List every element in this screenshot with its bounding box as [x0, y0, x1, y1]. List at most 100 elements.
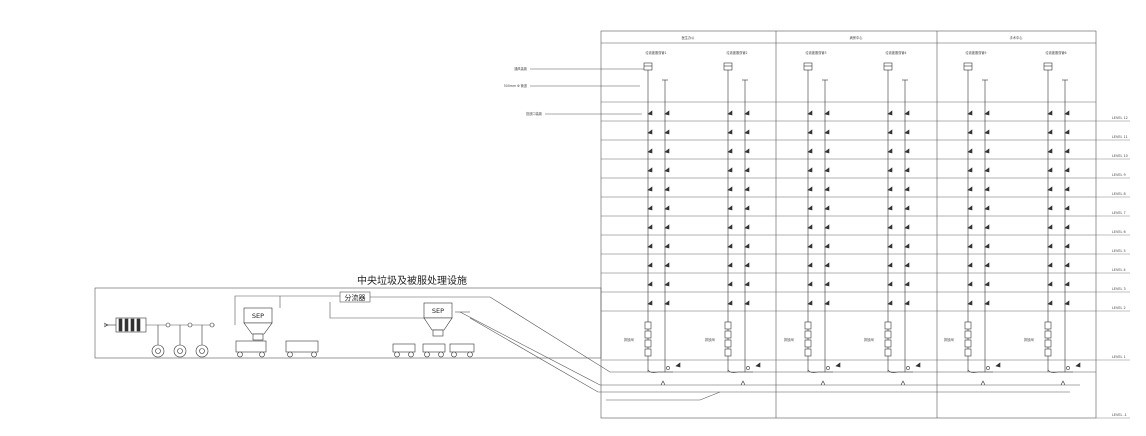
inlet-valve-icon	[904, 205, 910, 211]
riser-label-4: 垃圾被服双管4	[885, 50, 906, 55]
blower-hub-icon	[177, 348, 183, 354]
separator-2-cone	[423, 317, 453, 331]
inlet-valve-icon	[984, 148, 990, 154]
return-pipe	[469, 317, 1070, 393]
branch-connector-icon	[900, 380, 906, 386]
discharge-valve-icon	[724, 321, 732, 330]
junction-icon	[666, 366, 670, 370]
inlet-valve-icon	[984, 262, 990, 268]
level-label: LEVEL 6	[1112, 230, 1126, 234]
inlet-valve-icon	[967, 243, 973, 249]
inlet-valve-icon	[807, 110, 813, 116]
exhaust-arrow-icon	[103, 322, 109, 328]
inlet-valve-icon	[887, 186, 893, 192]
inlet-valve-icon	[664, 224, 670, 230]
lower-branch	[606, 391, 721, 401]
inlet-valve-icon	[744, 205, 750, 211]
main-collector-pipe	[362, 296, 1096, 373]
cart-wheel-icon	[408, 351, 414, 358]
inlet-valve-icon	[1047, 281, 1053, 287]
junction-icon	[826, 366, 830, 370]
diverter-label: 分流器	[345, 293, 366, 302]
branch-valve-icon	[1075, 362, 1081, 368]
inlet-valve-icon	[824, 243, 830, 249]
riser-4	[883, 62, 921, 386]
level-label: LEVEL 3	[1112, 287, 1126, 291]
level-label: LEVEL 7	[1112, 211, 1126, 215]
inlet-valve-icon	[904, 129, 910, 135]
inlet-valve-icon	[904, 224, 910, 230]
cart-body	[392, 343, 416, 353]
inlet-valve-icon	[744, 281, 750, 287]
discharge-valve-icon	[724, 330, 732, 339]
valve-label-1: 排放阀	[624, 337, 634, 342]
inlet-valve-icon	[664, 129, 670, 135]
inlet-valve-icon	[1047, 129, 1053, 135]
inlet-valve-icon	[824, 110, 830, 116]
discharge-valve-icon	[644, 348, 652, 357]
cart-wheel-icon	[259, 351, 265, 358]
inlet-valve-icon	[647, 110, 653, 116]
separator-2-outlet	[432, 329, 444, 337]
separator-1-outlet	[252, 333, 264, 341]
inlet-valve-icon	[744, 167, 750, 173]
level-label: LEVEL 9	[1112, 173, 1126, 177]
valve-label-2: 排放阀	[705, 337, 715, 342]
inlet-valve-icon	[744, 148, 750, 154]
cart-body	[422, 343, 446, 353]
inlet-valve-icon	[744, 262, 750, 268]
cart-wheel-icon	[424, 351, 430, 358]
cart	[422, 343, 446, 358]
inlet-valve-icon	[904, 243, 910, 249]
callout-inlet: 投放口装置	[526, 111, 542, 116]
inlet-valve-icon	[1064, 300, 1070, 306]
inlet-valve-icon	[647, 148, 653, 154]
discharge-valve-icon	[884, 348, 892, 357]
inlet-valve-icon	[664, 186, 670, 192]
discharge-valve-icon	[884, 339, 892, 348]
inlet-valve-icon	[1047, 243, 1053, 249]
discharge-valve-icon	[964, 330, 972, 339]
level-label: LEVEL 4	[1112, 268, 1126, 272]
inlet-valve-icon	[727, 262, 733, 268]
separator-1-cone	[243, 322, 273, 335]
inlet-valve-icon	[824, 224, 830, 230]
inlet-valve-icon	[984, 243, 990, 249]
inlet-valve-icon	[807, 281, 813, 287]
inlet-valve-icon	[807, 167, 813, 173]
branch-connector-icon	[1060, 380, 1066, 386]
equipment-line	[145, 295, 470, 326]
facility-title: 中央垃圾及被服处理设施	[357, 274, 467, 287]
junction-icon	[906, 366, 910, 370]
inlet-valve-icon	[1047, 110, 1053, 116]
cart-wheel-icon	[311, 351, 317, 358]
inlet-valve-icon	[1047, 300, 1053, 306]
discharge-valve-icon	[804, 348, 812, 357]
branch-connector-icon	[980, 380, 986, 386]
cart	[235, 340, 267, 358]
vent-cap-icon	[803, 62, 813, 71]
inlet-valve-icon	[744, 224, 750, 230]
inlet-valve-icon	[824, 167, 830, 173]
inlet-valve-icon	[824, 186, 830, 192]
discharge-valve-icon	[644, 339, 652, 348]
zone-header-3: 手术中心	[1010, 35, 1024, 40]
inlet-valve-icon	[807, 262, 813, 268]
discharge-valve-icon	[1044, 321, 1052, 330]
cart-wheel-icon	[394, 351, 400, 358]
building-outline	[600, 30, 1097, 419]
branch-connector-icon	[660, 380, 666, 386]
separator-1-label: SEP	[252, 312, 264, 320]
inlet-valve-icon	[1064, 148, 1070, 154]
discharge-valve-icon	[884, 321, 892, 330]
branch-valve-icon	[835, 362, 841, 368]
inlet-valve-icon	[984, 300, 990, 306]
inlet-valve-icon	[824, 205, 830, 211]
facility-pipe-4	[329, 302, 425, 319]
inline-valve-icon	[165, 322, 171, 328]
inlet-valve-icon	[887, 129, 893, 135]
inlet-valve-icon	[1064, 167, 1070, 173]
discharge-valve-icon	[964, 321, 972, 330]
riser-1	[643, 62, 681, 386]
